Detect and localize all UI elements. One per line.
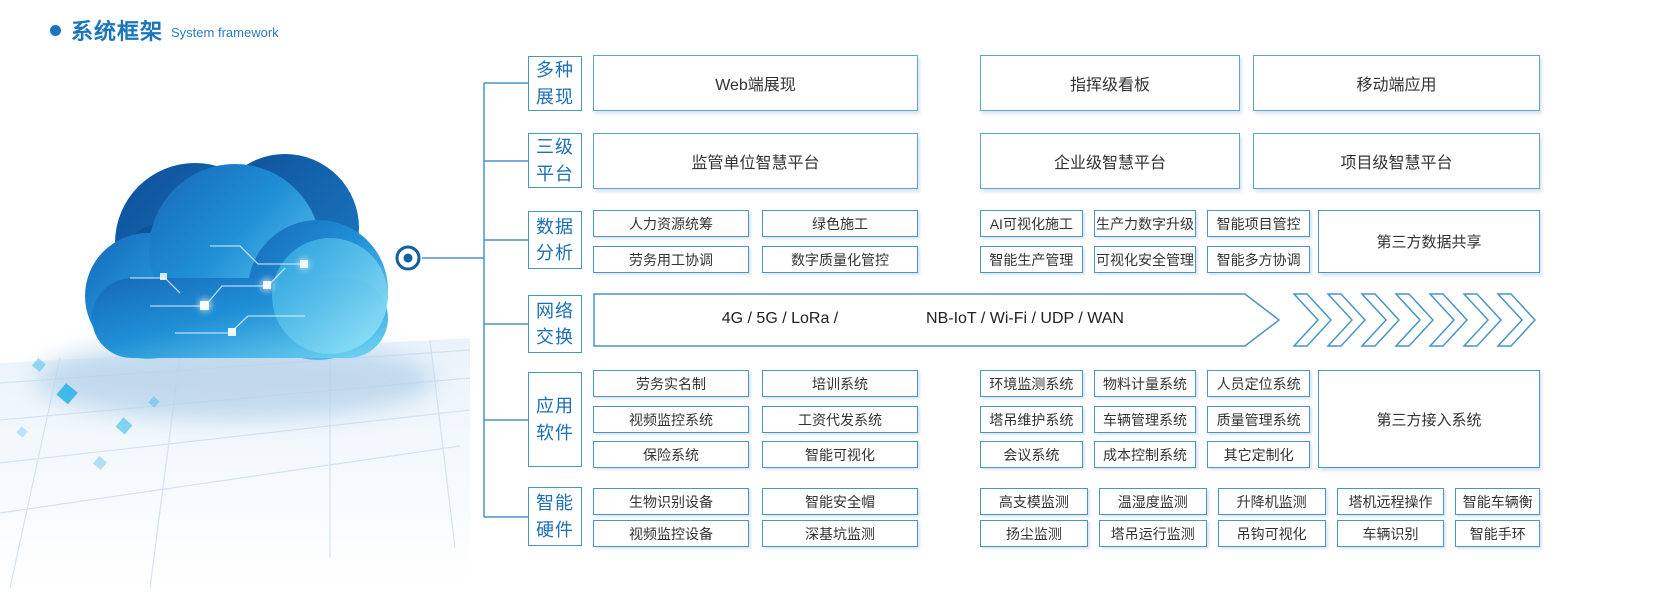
category-app: 应用软件 xyxy=(528,372,582,467)
app-row: 保险系统 智能可视化 xyxy=(593,441,918,468)
page-subtitle: System framework xyxy=(171,24,279,40)
hardware-box: 塔机远程操作 xyxy=(1336,488,1445,515)
data-analysis-box: 劳务用工协调 xyxy=(593,246,749,273)
hardware-row: 高支模监测 温湿度监测 升降机监测 塔机远程操作 智能车辆衡 xyxy=(980,488,1540,515)
page-header: 系统框架 System framework xyxy=(50,14,279,46)
third-party-data-box: 第三方数据共享 xyxy=(1318,210,1540,273)
data-analysis-row: AI可视化施工 生产力数字升级 智能项目管控 xyxy=(980,210,1311,237)
flow-chevrons xyxy=(1292,293,1537,347)
cloud-illustration xyxy=(0,154,470,588)
data-analysis-row: 智能生产管理 可视化安全管理 智能多方协调 xyxy=(980,246,1311,273)
app-box: 车辆管理系统 xyxy=(1093,406,1197,433)
app-row: 塔吊维护系统 车辆管理系统 质量管理系统 xyxy=(980,406,1311,433)
hardware-row: 生物识别设备 智能安全帽 xyxy=(593,488,918,515)
app-box: 物料计量系统 xyxy=(1093,370,1197,397)
connector-node xyxy=(395,245,421,271)
hardware-box: 深基坑监测 xyxy=(762,520,918,547)
network-bar xyxy=(593,293,1537,347)
data-analysis-box: 可视化安全管理 xyxy=(1093,246,1197,273)
hardware-box: 智能车辆衡 xyxy=(1455,488,1540,515)
app-box: 会议系统 xyxy=(980,441,1083,468)
hardware-box: 视频监控设备 xyxy=(593,520,749,547)
category-platform: 三级平台 xyxy=(528,133,582,188)
hardware-box: 温湿度监测 xyxy=(1098,488,1207,515)
data-analysis-box: 人力资源统筹 xyxy=(593,210,749,237)
app-row: 会议系统 成本控制系统 其它定制化 xyxy=(980,441,1311,468)
app-box: 质量管理系统 xyxy=(1207,406,1311,433)
app-row: 视频监控系统 工资代发系统 xyxy=(593,406,918,433)
hardware-row: 视频监控设备 深基坑监测 xyxy=(593,520,918,547)
app-box: 视频监控系统 xyxy=(593,406,749,433)
category-data: 数据分析 xyxy=(528,211,582,269)
data-analysis-box: 生产力数字升级 xyxy=(1093,210,1197,237)
app-row: 劳务实名制 培训系统 xyxy=(593,370,918,397)
page-title: 系统框架 xyxy=(71,19,164,44)
network-label-right: NB-IoT / Wi-Fi / UDP / WAN xyxy=(926,310,1124,327)
bullet-icon xyxy=(50,24,61,36)
hardware-box: 升降机监测 xyxy=(1217,488,1326,515)
app-box: 培训系统 xyxy=(762,370,918,397)
app-box: 工资代发系统 xyxy=(762,406,918,433)
hardware-box: 智能手环 xyxy=(1455,520,1540,547)
network-label-left: 4G / 5G / LoRa / xyxy=(721,310,839,327)
display-box: Web端展现 xyxy=(593,55,918,111)
platform-box: 项目级智慧平台 xyxy=(1253,133,1540,189)
app-box: 成本控制系统 xyxy=(1093,441,1197,468)
app-box: 塔吊维护系统 xyxy=(980,406,1083,433)
data-analysis-row: 人力资源统筹 绿色施工 xyxy=(593,210,918,237)
category-display: 多种展现 xyxy=(528,56,582,111)
data-analysis-box: 数字质量化管控 xyxy=(762,246,918,273)
hardware-box: 吊钩可视化 xyxy=(1217,520,1326,547)
hardware-box: 高支模监测 xyxy=(980,488,1088,515)
hardware-box: 生物识别设备 xyxy=(593,488,749,515)
hardware-box: 智能安全帽 xyxy=(762,488,918,515)
category-hardware: 智能硬件 xyxy=(528,487,582,546)
data-analysis-box: 绿色施工 xyxy=(762,210,918,237)
data-analysis-box: 智能项目管控 xyxy=(1207,210,1311,237)
data-analysis-box: 智能生产管理 xyxy=(980,246,1083,273)
hardware-box: 车辆识别 xyxy=(1336,520,1445,547)
connector-lines xyxy=(395,82,528,518)
app-box: 人员定位系统 xyxy=(1207,370,1311,397)
platform-box: 企业级智慧平台 xyxy=(980,133,1240,189)
display-box: 移动端应用 xyxy=(1253,55,1540,111)
app-box: 环境监测系统 xyxy=(980,370,1083,397)
app-box: 劳务实名制 xyxy=(593,370,749,397)
third-party-access-box: 第三方接入系统 xyxy=(1318,370,1540,468)
data-analysis-row: 劳务用工协调 数字质量化管控 xyxy=(593,246,918,273)
data-analysis-box: AI可视化施工 xyxy=(980,210,1083,237)
app-box: 保险系统 xyxy=(593,441,749,468)
app-box: 其它定制化 xyxy=(1207,441,1311,468)
display-box: 指挥级看板 xyxy=(980,55,1240,111)
category-network: 网络交换 xyxy=(528,295,582,353)
hardware-box: 扬尘监测 xyxy=(980,520,1088,547)
data-analysis-box: 智能多方协调 xyxy=(1207,246,1311,273)
app-row: 环境监测系统 物料计量系统 人员定位系统 xyxy=(980,370,1311,397)
app-box: 智能可视化 xyxy=(762,441,918,468)
hardware-row: 扬尘监测 塔吊运行监测 吊钩可视化 车辆识别 智能手环 xyxy=(980,520,1540,547)
platform-box: 监管单位智慧平台 xyxy=(593,133,918,189)
hardware-box: 塔吊运行监测 xyxy=(1098,520,1207,547)
